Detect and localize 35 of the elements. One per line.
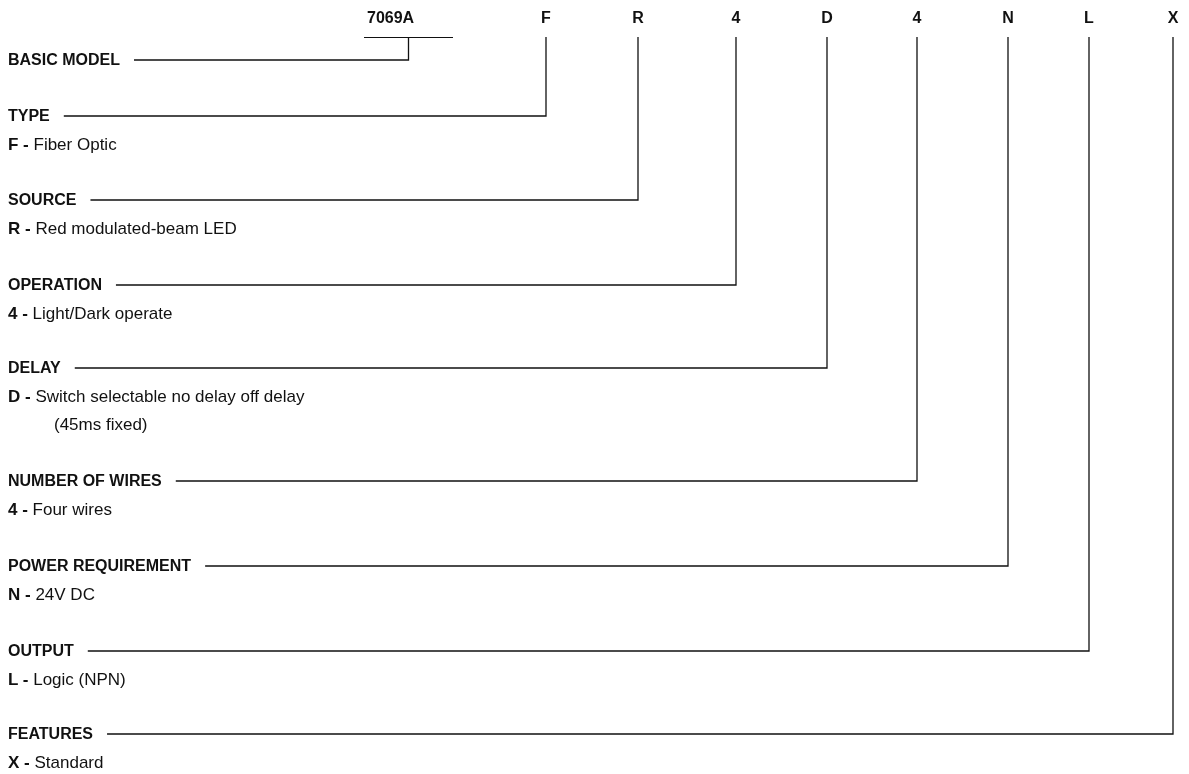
option-description: 4 - Light/Dark operate bbox=[8, 303, 174, 325]
option-description: 4 - Four wires bbox=[8, 499, 113, 521]
code-letter: R bbox=[618, 8, 658, 37]
model-number: 7069A bbox=[364, 8, 453, 38]
option-description: D - Switch selectable no delay off delay (45ms fixed) bbox=[8, 386, 306, 436]
category-heading: DELAY bbox=[8, 358, 61, 378]
leader-line bbox=[175, 36, 918, 482]
code-letter: D bbox=[807, 8, 847, 37]
category-heading: TYPE bbox=[8, 106, 50, 126]
leader-line bbox=[204, 36, 1009, 567]
option-description: R - Red modulated-beam LED bbox=[8, 218, 238, 240]
category-heading: OPERATION bbox=[8, 275, 102, 295]
code-letter: X bbox=[1153, 8, 1189, 37]
leader-line bbox=[89, 36, 639, 201]
category-heading: SOURCE bbox=[8, 190, 77, 210]
option-description: F - Fiber Optic bbox=[8, 134, 118, 156]
option-description: N - 24V DC bbox=[8, 584, 96, 606]
code-letter: L bbox=[1069, 8, 1109, 37]
leader-line bbox=[106, 36, 1174, 735]
category-heading: FEATURES bbox=[8, 724, 94, 744]
leader-line bbox=[87, 36, 1090, 652]
option-description: X - Standard bbox=[8, 752, 105, 774]
category-heading: BASIC MODEL bbox=[8, 50, 120, 70]
leader-line bbox=[74, 36, 828, 369]
code-letter: 4 bbox=[716, 8, 756, 37]
category-heading: POWER REQUIREMENT bbox=[8, 556, 192, 576]
leader-line bbox=[115, 36, 737, 286]
option-description: L - Logic (NPN) bbox=[8, 669, 127, 691]
leader-line bbox=[133, 37, 410, 61]
code-letter: N bbox=[988, 8, 1028, 37]
category-heading: NUMBER OF WIRES bbox=[8, 471, 162, 491]
code-letter: F bbox=[526, 8, 566, 37]
category-heading: OUTPUT bbox=[8, 641, 74, 661]
code-letter: 4 bbox=[897, 8, 937, 37]
leader-line bbox=[63, 36, 547, 117]
